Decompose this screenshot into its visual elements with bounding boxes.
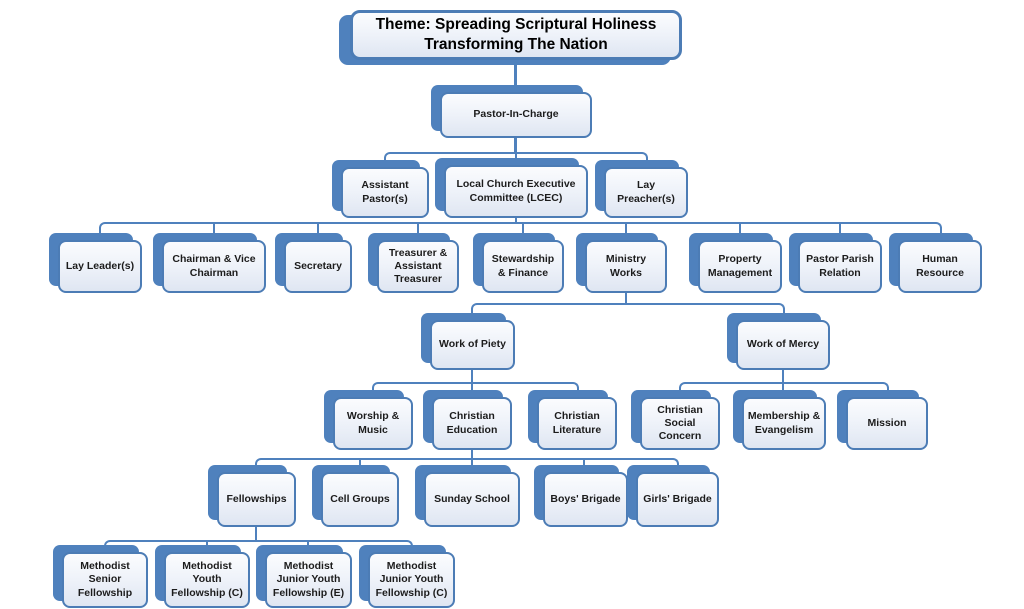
node-label: Ministry Works xyxy=(605,253,647,279)
connector-bus-level4 xyxy=(99,222,942,240)
org-node-ministry-works: Ministry Works xyxy=(576,233,667,293)
node-label: Worship & Music xyxy=(346,410,400,436)
org-node-chairman-vice-chairman: Chairman & Vice Chairman xyxy=(153,233,266,293)
connector-bus-mercy xyxy=(679,382,889,397)
org-node-mission: Mission xyxy=(837,390,928,450)
connector-drop-secretary xyxy=(317,222,319,240)
org-node-fellowships: Fellowships xyxy=(208,465,296,527)
connector-drop-stewardship xyxy=(522,222,524,240)
node-label: Christian Social Concern xyxy=(657,403,703,443)
org-node-cell-groups: Cell Groups xyxy=(312,465,399,527)
org-node-christian-literature: Christian Literature xyxy=(528,390,617,450)
node-label: Treasurer & Assistant Treasurer xyxy=(388,246,448,286)
org-node-methodist-junior-youth-fellowship-e: Methodist Junior Youth Fellowship (E) xyxy=(256,545,352,608)
node-label: Sunday School xyxy=(434,492,510,505)
node-label: Pastor-In-Charge xyxy=(473,108,559,121)
org-node-christian-education: Christian Education xyxy=(423,390,512,450)
org-node-lay-preachers: Lay Preacher(s) xyxy=(595,160,688,218)
connector-lcec-drop xyxy=(515,218,517,224)
node-label: Fellowships xyxy=(226,492,287,505)
connector-bus-works xyxy=(471,303,785,320)
node-label: Cell Groups xyxy=(330,492,390,505)
node-label: Work of Mercy xyxy=(746,338,820,351)
connector-education-drop xyxy=(471,450,473,459)
node-label: Chairman & Vice Chairman xyxy=(172,253,256,279)
org-node-girls-brigade: Girls' Brigade xyxy=(627,465,719,527)
org-node-work-of-piety: Work of Piety xyxy=(421,313,515,370)
node-label: Christian Education xyxy=(446,410,498,436)
org-node-pastor-in-charge: Pastor-In-Charge xyxy=(431,85,592,138)
org-node-boys-brigade: Boys' Brigade xyxy=(534,465,628,527)
node-label: Methodist Junior Youth Fellowship (E) xyxy=(272,560,345,599)
org-node-methodist-youth-fellowship-c: Methodist Youth Fellowship (C) xyxy=(155,545,250,608)
connector-drop-christian-education xyxy=(471,382,473,397)
org-node-sunday-school: Sunday School xyxy=(415,465,520,527)
node-label: Mission xyxy=(867,416,907,429)
org-node-membership-evangelism: Membership & Evangelism xyxy=(733,390,826,450)
org-node-treasurer: Treasurer & Assistant Treasurer xyxy=(368,233,459,293)
node-label: Assistant Pastor(s) xyxy=(361,179,409,205)
org-node-secretary: Secretary xyxy=(275,233,352,293)
node-label: Girls' Brigade xyxy=(643,492,712,505)
org-node-worship-music: Worship & Music xyxy=(324,390,413,450)
node-label: Theme: Spreading Scriptural Holiness Tra… xyxy=(375,15,657,53)
org-node-pastor-parish-relation: Pastor Parish Relation xyxy=(789,233,882,293)
connector-drop-membership xyxy=(782,382,784,397)
connector-ministry-drop xyxy=(625,293,627,304)
node-label: Christian Literature xyxy=(552,410,602,436)
org-node-christian-social-concern: Christian Social Concern xyxy=(631,390,720,450)
connector-bus-piety xyxy=(372,382,579,397)
node-label: Local Church Executive Committee (LCEC) xyxy=(456,178,576,204)
node-label: Boys' Brigade xyxy=(550,492,621,505)
node-label: Pastor Parish Relation xyxy=(806,253,874,279)
node-label: Property Management xyxy=(707,253,773,279)
node-label: Membership & Evangelism xyxy=(747,410,821,436)
org-node-lay-leaders: Lay Leader(s) xyxy=(49,233,142,293)
connector-drop-treasurer xyxy=(417,222,419,240)
connector-drop-ministry xyxy=(625,222,627,240)
node-label: Methodist Youth Fellowship (C) xyxy=(171,560,243,599)
org-node-work-of-mercy: Work of Mercy xyxy=(727,313,830,370)
node-label: Work of Piety xyxy=(439,338,506,351)
org-node-assistant-pastors: Assistant Pastor(s) xyxy=(332,160,429,218)
connector-pastor-drop xyxy=(514,138,517,152)
org-node-methodist-junior-youth-fellowship-c: Methodist Junior Youth Fellowship (C) xyxy=(359,545,455,608)
org-node-stewardship-finance: Stewardship & Finance xyxy=(473,233,564,293)
connector-piety-drop xyxy=(471,370,473,383)
node-label: Secretary xyxy=(294,259,342,272)
connector-theme-pastor xyxy=(514,60,517,92)
node-label: Lay Preacher(s) xyxy=(617,179,675,205)
node-label: Lay Leader(s) xyxy=(65,259,135,272)
node-label: Human Resource xyxy=(916,253,964,279)
node-label: Methodist Senior Fellowship xyxy=(77,560,133,599)
connector-drop-pastor-parish xyxy=(839,222,841,240)
org-node-human-resource: Human Resource xyxy=(889,233,982,293)
org-node-property-management: Property Management xyxy=(689,233,782,293)
connector-drop-property xyxy=(739,222,741,240)
org-node-methodist-senior-fellowship: Methodist Senior Fellowship xyxy=(53,545,148,608)
org-node-lcec: Local Church Executive Committee (LCEC) xyxy=(435,158,588,218)
node-label: Methodist Junior Youth Fellowship (C) xyxy=(375,560,448,599)
connector-mercy-drop xyxy=(782,370,784,383)
connector-drop-chairman xyxy=(213,222,215,240)
connector-fellowships-drop xyxy=(255,527,257,541)
org-node-theme: Theme: Spreading Scriptural Holiness Tra… xyxy=(339,10,682,65)
node-label: Stewardship & Finance xyxy=(491,253,555,279)
